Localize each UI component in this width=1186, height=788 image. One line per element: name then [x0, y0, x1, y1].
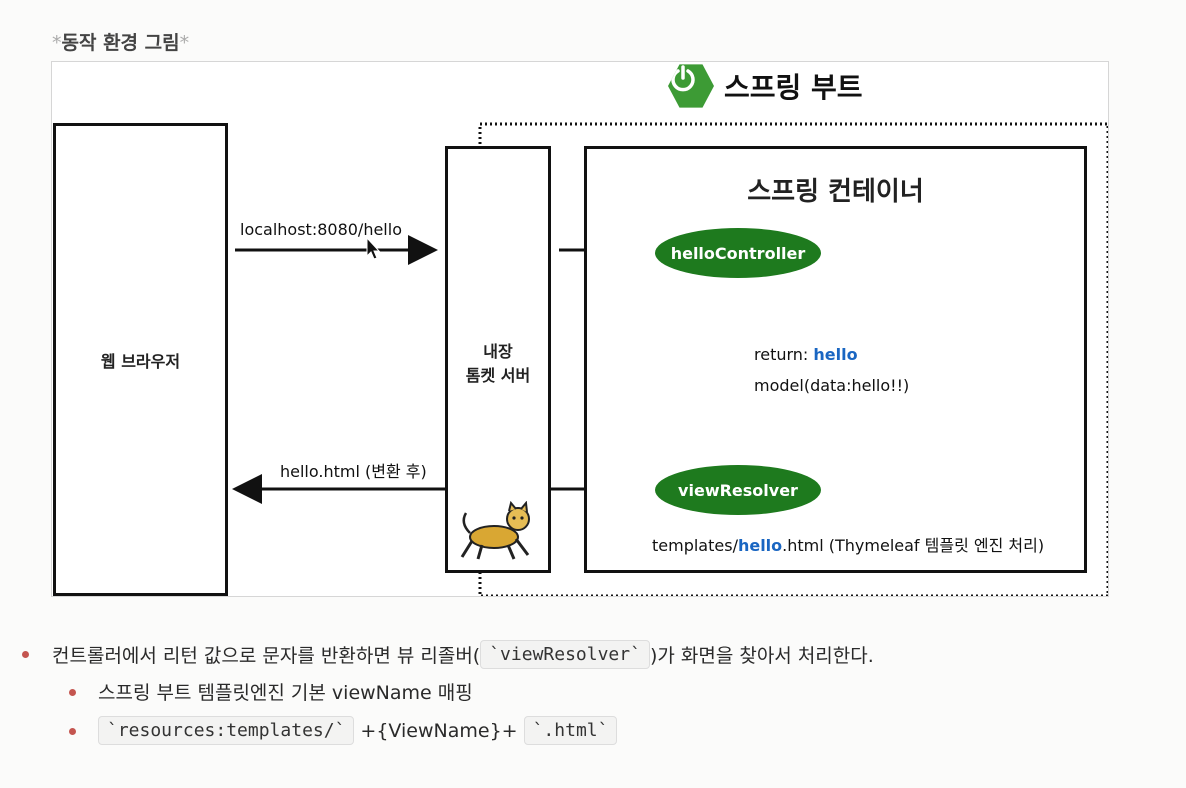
caption-star-left: *	[52, 32, 62, 54]
bullet-dot-2	[69, 689, 76, 696]
caption-text: 동작 환경 그림	[61, 32, 180, 54]
spring-boot-title: 스프링 부트	[724, 71, 863, 104]
hello-controller-node: helloController	[655, 228, 821, 278]
list-item-3: `resources:templates/` +{ViewName}+ `.ht…	[98, 716, 618, 745]
tomcat-server-box: 내장 톰켓 서버	[445, 146, 551, 573]
return-label: return: hello	[754, 345, 858, 364]
template-highlight: hello	[737, 536, 783, 555]
list-item-2: 스프링 부트 템플릿엔진 기본 viewName 매핑	[98, 678, 473, 705]
architecture-diagram: 스프링 부트 웹 브라우저 내장 톰켓 서버 스프링 컨테이너 helloCon…	[51, 61, 1109, 597]
template-suffix: .html (Thymeleaf 템플릿 엔진 처리)	[782, 536, 1045, 555]
template-label: templates/hello.html (Thymeleaf 템플릿 엔진 처…	[652, 532, 1044, 556]
spring-container-title: 스프링 컨테이너	[747, 177, 924, 207]
bullet-dot-3	[69, 728, 76, 735]
mouse-cursor-icon	[366, 236, 381, 260]
bullet-dot-1	[22, 651, 29, 658]
view-resolver-code: `viewResolver`	[480, 640, 650, 669]
web-browser-label: 웹 브라우저	[100, 352, 181, 371]
response-label: hello.html (변환 후)	[280, 462, 427, 481]
item1-text-before: 컨트롤러에서 리턴 값으로 문자를 반환하면 뷰 리졸버(	[52, 645, 481, 667]
return-value: hello	[813, 345, 858, 364]
model-label: model(data:hello!!)	[754, 376, 910, 395]
request-url-label: localhost:8080/hello	[240, 220, 402, 239]
item3-mid-text: +{ViewName}+	[360, 719, 518, 742]
spring-boot-header: 스프링 부트	[668, 63, 863, 109]
web-browser-box: 웹 브라우저	[53, 123, 228, 596]
spring-power-icon	[668, 64, 714, 108]
templates-path-code: `resources:templates/`	[98, 716, 355, 745]
item1-text-after: )가 화면을 찾아서 처리한다.	[649, 645, 874, 667]
view-resolver-node: viewResolver	[655, 465, 821, 515]
caption-star-right: *	[179, 32, 190, 54]
tomcat-label-line2: 톰켓 서버	[465, 366, 531, 385]
tomcat-label-line1: 내장	[483, 342, 513, 361]
item2-text: 스프링 부트 템플릿엔진 기본 viewName 매핑	[98, 682, 473, 704]
tomcat-cat-icon	[460, 501, 530, 560]
spring-container-box: 스프링 컨테이너	[584, 146, 1087, 573]
list-item-1: 컨트롤러에서 리턴 값으로 문자를 반환하면 뷰 리졸버( `viewResol…	[52, 640, 874, 669]
template-prefix: templates/	[652, 536, 738, 555]
html-ext-code: `.html`	[523, 716, 618, 745]
return-prefix: return:	[754, 345, 814, 364]
figure-caption: *동작 환경 그림*	[52, 28, 189, 55]
